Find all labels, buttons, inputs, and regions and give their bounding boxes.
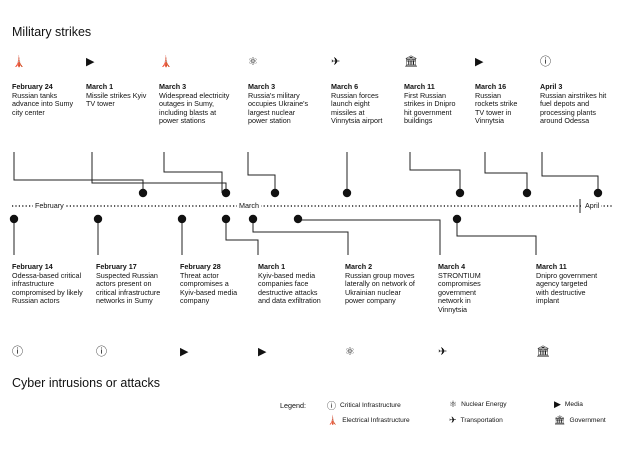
event-description: Russia's military occupies Ukraine's lar… xyxy=(248,90,309,126)
event-date: March 2 xyxy=(345,262,373,271)
event-description: Suspected Russian actors present on crit… xyxy=(96,270,161,306)
legend-label: Electrical Infrastructure xyxy=(342,417,410,424)
event-description: Odessa-based critical infrastructure com… xyxy=(12,270,83,306)
legend-item: ⚛ Nuclear Energy xyxy=(449,399,507,410)
event-date: February 24 xyxy=(12,82,53,91)
month-label-february: February xyxy=(33,201,66,210)
event-date: March 3 xyxy=(248,82,276,91)
event-date: March 1 xyxy=(86,82,114,91)
legend-item: 🏛 Government xyxy=(554,415,606,426)
cyber-event: March 1 Kyiv-based media companies face … xyxy=(258,262,328,306)
government-icon: 🏛 xyxy=(404,56,418,68)
nuclear-energy-icon: ⚛ xyxy=(345,346,355,358)
legend-item: ⓘ Critical Infrastructure xyxy=(327,399,401,412)
event-date: February 17 xyxy=(96,262,137,271)
government-icon: 🏛 xyxy=(554,415,566,425)
strike-event: April 3 Russian airstrikes hit fuel depo… xyxy=(540,82,612,126)
strike-event: March 3 Russia's military occupies Ukrai… xyxy=(248,82,314,126)
event-description: First Russian strikes in Dnipro hit gove… xyxy=(404,90,456,126)
transportation-icon: ✈ xyxy=(449,415,457,425)
event-date: March 11 xyxy=(404,82,435,91)
legend-label: Nuclear Energy xyxy=(461,401,507,408)
legend-label: Media xyxy=(564,401,583,408)
transportation-icon: ✈ xyxy=(331,56,341,68)
event-description: Kyiv-based media companies face destruct… xyxy=(258,270,321,306)
critical-infrastructure-icon: ⓘ xyxy=(540,56,551,68)
event-date: February 28 xyxy=(180,262,221,271)
legend-label: Transportation xyxy=(460,417,503,424)
electrical-infrastructure-icon: 🗼 xyxy=(159,56,173,68)
strike-event: March 11 First Russian strikes in Dnipro… xyxy=(404,82,462,126)
government-icon: 🏛 xyxy=(536,346,550,358)
event-description: Widespread electricity outages in Sumy, … xyxy=(159,90,230,126)
electrical-infrastructure-icon: 🗼 xyxy=(12,56,26,68)
legend-item: ✈ Transportation xyxy=(449,415,503,426)
event-date: March 3 xyxy=(159,82,187,91)
strike-event: March 6 Russian forces launch eight miss… xyxy=(331,82,393,126)
media-icon: ▶ xyxy=(180,346,189,358)
event-description: Russian airstrikes hit fuel depots and p… xyxy=(540,90,607,126)
critical-infrastructure-icon: ⓘ xyxy=(327,401,337,411)
cyber-markers xyxy=(9,214,462,224)
event-description: Russian tanks advance into Sumy city cen… xyxy=(12,90,74,117)
media-icon: ▶ xyxy=(554,399,561,409)
cyber-attacks-title: Cyber intrusions or attacks xyxy=(12,376,160,390)
media-icon: ▶ xyxy=(86,56,95,68)
strike-event: March 1 Missile strikes Kyiv TV tower xyxy=(86,82,151,109)
cyber-connectors xyxy=(13,219,537,255)
strike-event: March 16 Russian rockets strike TV tower… xyxy=(475,82,523,126)
legend-label: Critical Infrastructure xyxy=(340,402,401,409)
month-label-march: March xyxy=(237,201,261,210)
legend-item: ▶ Media xyxy=(554,399,583,410)
strike-markers xyxy=(138,188,603,198)
event-date: March 16 xyxy=(475,82,507,91)
event-description: Missile strikes Kyiv TV tower xyxy=(86,90,147,109)
nuclear-energy-icon: ⚛ xyxy=(248,56,258,68)
nuclear-energy-icon: ⚛ xyxy=(449,399,458,409)
military-strikes-title: Military strikes xyxy=(12,25,92,39)
event-description: Russian rockets strike TV tower in Vinny… xyxy=(475,90,518,126)
legend-label: Government xyxy=(569,417,606,424)
month-label-april: April xyxy=(583,201,602,210)
event-description: Threat actor compromises a Kyiv-based me… xyxy=(180,270,238,306)
strike-connectors xyxy=(13,152,599,193)
event-date: February 14 xyxy=(12,262,53,271)
event-date: April 3 xyxy=(540,82,563,91)
strike-event: March 3 Widespread electricity outages i… xyxy=(159,82,231,126)
cyber-event: March 2 Russian group moves laterally on… xyxy=(345,262,417,306)
cyber-event: March 11 Dnipro government agency target… xyxy=(536,262,602,306)
electrical-infrastructure-icon: 🗼 xyxy=(327,415,339,425)
cyber-event: February 17 Suspected Russian actors pre… xyxy=(96,262,164,306)
event-description: Russian group moves laterally on network… xyxy=(345,270,415,306)
event-date: March 4 xyxy=(438,262,466,271)
event-date: March 6 xyxy=(331,82,359,91)
strike-event: February 24 Russian tanks advance into S… xyxy=(12,82,82,117)
legend-title: Legend: xyxy=(280,401,306,410)
media-icon: ▶ xyxy=(475,56,484,68)
transportation-icon: ✈ xyxy=(438,346,448,358)
critical-infrastructure-icon: ⓘ xyxy=(96,346,107,358)
event-description: Dnipro government agency targeted with d… xyxy=(536,270,598,306)
event-description: Russian forces launch eight missiles at … xyxy=(331,90,383,126)
legend-item: 🗼 Electrical Infrastructure xyxy=(327,415,410,426)
cyber-event: February 14 Odessa-based critical infras… xyxy=(12,262,88,306)
cyber-event: February 28 Threat actor compromises a K… xyxy=(180,262,246,306)
event-date: March 1 xyxy=(258,262,286,271)
event-date: March 11 xyxy=(536,262,567,271)
critical-infrastructure-icon: ⓘ xyxy=(12,346,23,358)
event-description: STRONTIUM compromises government network… xyxy=(438,270,481,314)
cyber-event: March 4 STRONTIUM compromises government… xyxy=(438,262,500,315)
media-icon: ▶ xyxy=(258,346,267,358)
